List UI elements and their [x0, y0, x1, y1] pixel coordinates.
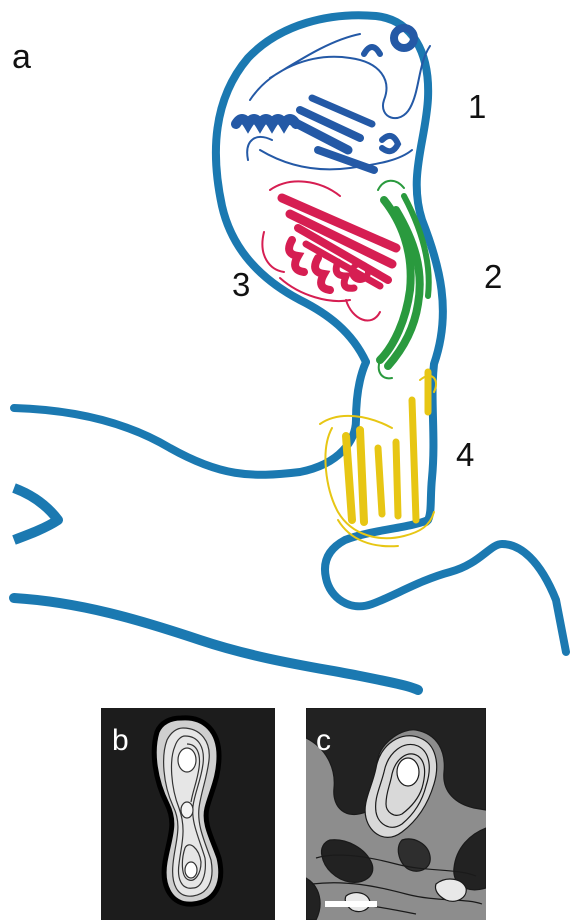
panel-a-structure-figure — [0, 0, 573, 700]
domain-1-ribbon — [236, 28, 430, 170]
panel-label-c: c — [316, 724, 331, 758]
scale-bar — [325, 901, 377, 907]
membrane-left-arm — [14, 362, 366, 475]
membrane-left-fragment — [14, 488, 58, 540]
domain-label-3: 3 — [232, 266, 250, 304]
panel-label-b: b — [112, 724, 129, 758]
domain-3-ribbon — [262, 181, 396, 320]
domain-label-2: 2 — [484, 258, 502, 296]
domain-label-1: 1 — [468, 88, 486, 126]
panel-label-a: a — [12, 38, 31, 77]
panel-c-density-map — [306, 708, 486, 920]
domain-label-4: 4 — [456, 436, 474, 474]
membrane-bottom-strand — [14, 598, 418, 690]
